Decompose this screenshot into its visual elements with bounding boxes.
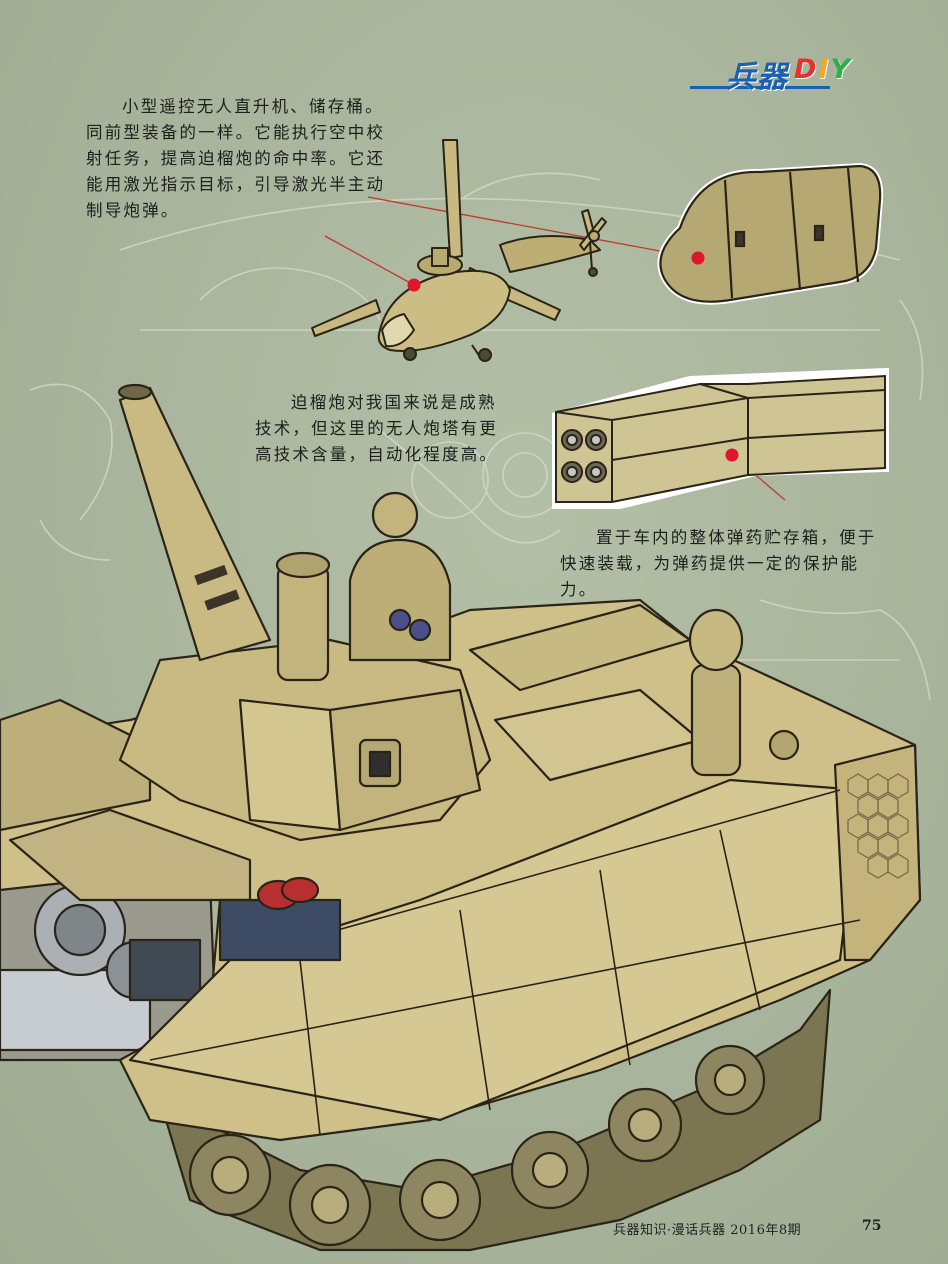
caption-drone: 小型遥控无人直升机、储存桶。同前型装备的一样。它能执行空中校射任务，提高迫榴炮的… [86,97,386,220]
ammo-storage-box [552,367,889,509]
logo-letter: I [818,54,831,85]
armored-vehicle [0,383,922,1252]
storage-canister [657,162,884,305]
page-number: 75 [862,1218,882,1234]
tail-rotor [579,209,607,251]
background-sketch [29,172,931,701]
callout-dot-drone [407,278,421,292]
footer-issue: 兵器知识·漫话兵器 2016年8期 [613,1223,802,1238]
logo-title-en: DIY [794,54,852,85]
logo-title-cn: 兵器 [726,60,788,95]
callout-dot-ammo [725,448,739,462]
column-logo: 兵器 DIY [690,48,900,98]
callout-dot-canister [691,251,705,265]
callout-line-drone [324,235,415,286]
logo-letter: Y [830,54,853,85]
hex-armor-mesh [847,773,909,879]
caption-mortar: 迫榴炮对我国来说是成熟技术，但这里的无人炮塔有更高技术含量，自动化程度高。 [255,393,499,464]
callout-line-canister [367,196,699,259]
caption-ammo-box: 置于车内的整体弹药贮存箱，便于快速装载，为弹药提供一定的保护能力。 [560,528,877,599]
logo-underline [690,86,830,89]
logo-letter: D [794,54,819,85]
logo-letters: DIY [794,54,852,85]
